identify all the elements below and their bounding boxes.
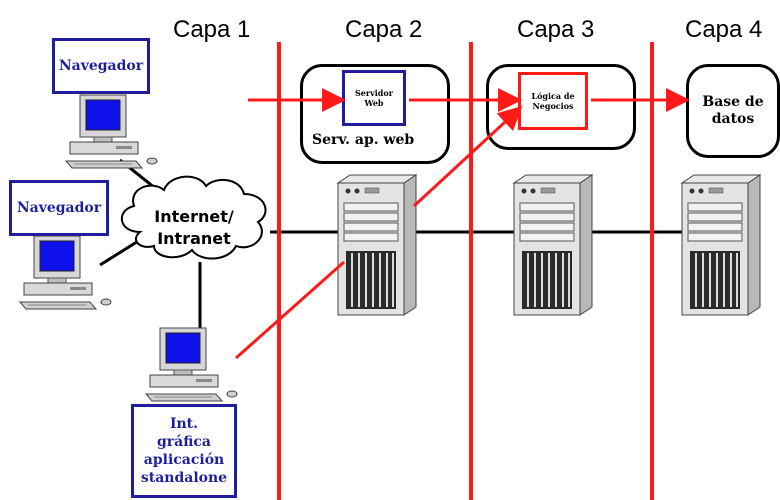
network-label-line-2: Intranet — [157, 229, 231, 248]
standalone-label-line-3: aplicación — [143, 452, 225, 468]
tower-server-icon — [513, 174, 593, 316]
network-label-line-1: Internet/ — [154, 207, 234, 226]
layer-title-3: Capa 3 — [517, 16, 595, 43]
desktop-computer-icon — [145, 327, 238, 402]
business-logic-label-line-2: Negocios — [532, 101, 574, 111]
business-logic-label-line-1: Lógica de — [531, 91, 575, 101]
desktop-computer-icon — [65, 94, 158, 169]
desktop-computer-icon — [19, 235, 112, 310]
cloud-icon — [121, 175, 267, 260]
standalone-label-line-1: Int. — [169, 416, 199, 432]
layer-title-4: Capa 4 — [685, 16, 763, 43]
web-server-box: Servidor Web — [342, 70, 406, 126]
network-cloud-label: Internet/ Intranet — [148, 206, 240, 250]
web-server-label-line-1: Servidor — [355, 88, 393, 98]
database-label-line-1: Base de — [702, 94, 764, 110]
standalone-label-line-4: standalone — [140, 470, 228, 486]
business-logic-box: Lógica de Negocios — [518, 72, 588, 130]
browser-box-mid: Navegador — [9, 180, 109, 236]
database-label-line-2: datos — [711, 111, 755, 127]
standalone-label-line-2: gráfica — [156, 434, 211, 450]
web-server-label-line-2: Web — [364, 98, 384, 108]
web-app-server-label: Serv. ap. web — [312, 132, 415, 148]
tower-server-icon — [337, 174, 417, 316]
browser-label: Navegador — [16, 200, 102, 216]
browser-box-top: Navegador — [52, 38, 150, 94]
standalone-client-box: Int. gráfica aplicación standalone — [131, 404, 237, 498]
layer-title-2: Capa 2 — [345, 16, 423, 43]
client-link-mid — [99, 238, 141, 267]
database-box: Base de datos — [686, 64, 780, 158]
browser-label: Navegador — [58, 58, 144, 74]
layer-title-1: Capa 1 — [173, 16, 251, 43]
tower-server-icon — [681, 174, 761, 316]
